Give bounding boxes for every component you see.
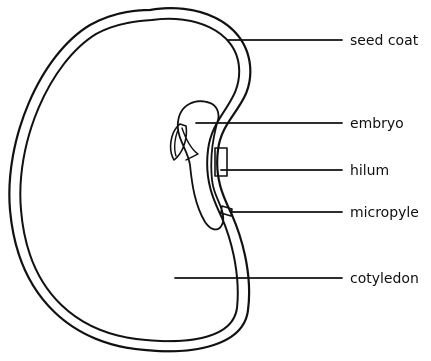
label-cotyledon: cotyledon [350,271,419,287]
label-seed-coat: seed coat [350,33,419,49]
label-micropyle: micropyle [350,205,419,221]
seed-coat-outer [9,8,250,351]
label-embryo: embryo [350,116,404,132]
label-hilum: hilum [350,163,389,179]
seed-coat-inner [20,19,239,341]
